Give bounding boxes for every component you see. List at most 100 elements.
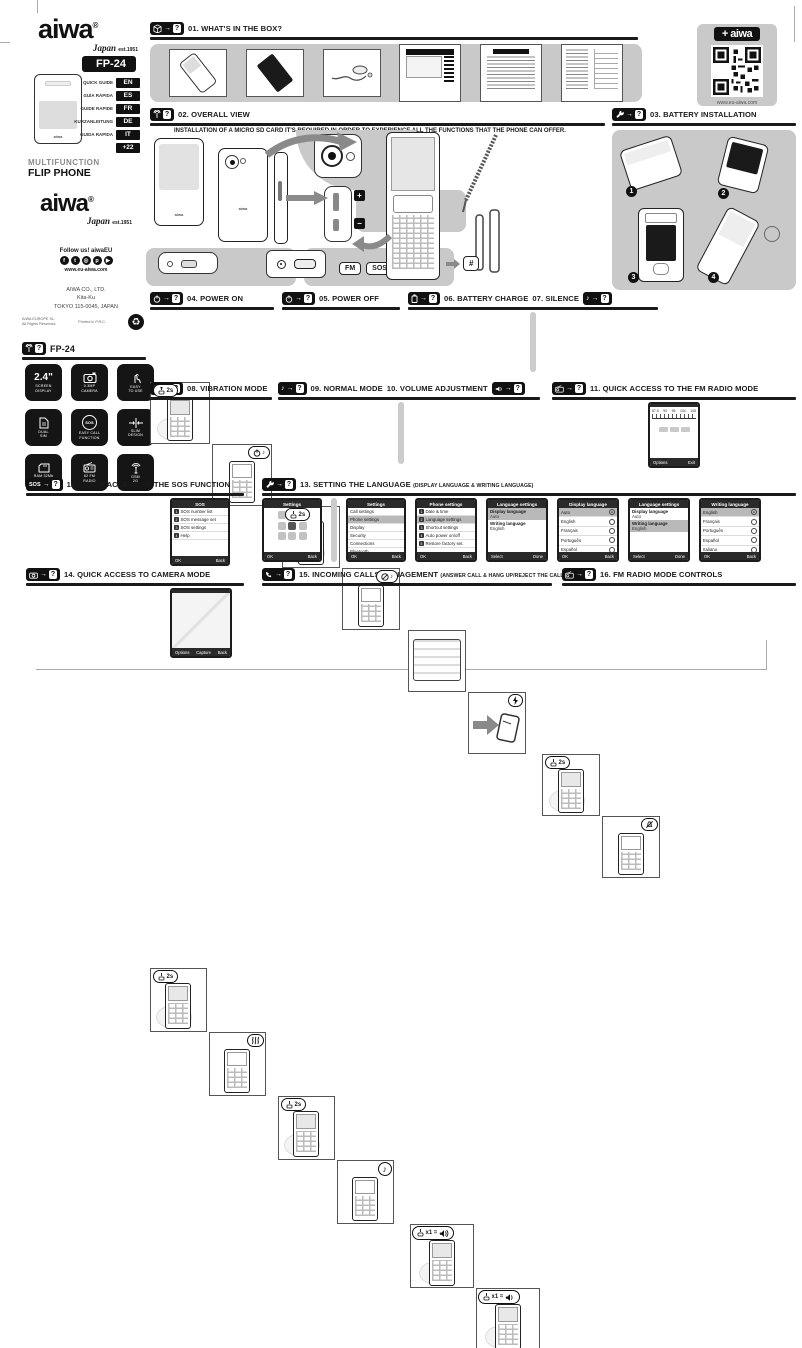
- phone-bottom-view: [158, 252, 218, 274]
- display-language-screen: Display language Auto● English Français …: [557, 498, 619, 562]
- volume-minus-label: −: [354, 218, 365, 229]
- battery-illustration: [256, 53, 294, 93]
- battery-step2-illustration: [716, 135, 770, 194]
- no-sound-icon: [380, 572, 389, 581]
- overall-view-illustration: aiwa aiwa + − FM SOS: [146, 130, 608, 288]
- battery-step4-illustration: [695, 205, 761, 286]
- press-key-icon: [550, 758, 557, 766]
- antenna-icon: [25, 344, 33, 352]
- check-circle: [764, 225, 780, 242]
- phone-open-view: [386, 132, 440, 280]
- radio-selected-icon: ●: [609, 509, 615, 516]
- hash-key-callout: #: [446, 256, 480, 271]
- radio-icon: [751, 546, 757, 552]
- step-number: 2: [718, 187, 729, 199]
- tool-arrow-help-badge: →?: [262, 478, 296, 491]
- charge-strip-panel: [408, 630, 466, 692]
- box-item-guide-1: [399, 43, 462, 102]
- power-strip-illustration: [413, 639, 461, 681]
- crop-mark: [37, 0, 38, 13]
- power-icon: [153, 294, 161, 303]
- qr-brand-label: + aiwa: [713, 27, 761, 41]
- phone-front-view: aiwa: [154, 138, 204, 226]
- hash-key: #: [463, 256, 480, 271]
- menu-app-icon: [277, 521, 286, 530]
- ports-closeup: [266, 250, 326, 278]
- phone-call-icon: [266, 571, 272, 577]
- phone-back-view: aiwa: [218, 148, 268, 242]
- radio-icon: [565, 570, 574, 578]
- memory-card-icon: [38, 463, 49, 473]
- silence-press-panel: 2s: [542, 754, 600, 816]
- note-icon: ♪: [586, 295, 590, 302]
- battery-arrow-help-badge: →?: [408, 292, 440, 305]
- qr-code: [711, 45, 763, 97]
- battery-step3-illustration: [638, 207, 684, 282]
- menu-app-icon: [298, 532, 307, 540]
- phone-help-badge: ?: [150, 108, 174, 121]
- silence-result-panel: [602, 816, 660, 878]
- flow-arrow: [264, 132, 357, 158]
- box-item-phone: [169, 48, 228, 97]
- vibration-press-panel: 2s: [150, 968, 207, 1032]
- model-badge: FP-24: [82, 56, 136, 72]
- lightning-icon: [513, 696, 518, 705]
- instagram-icon: ◎: [81, 256, 91, 265]
- radio-icon: [609, 546, 615, 552]
- section-power-off: →? 05. POWER OFF: [282, 292, 400, 310]
- radio-arrow-help-badge: →?: [562, 568, 596, 581]
- phone-help-badge: ?: [22, 342, 46, 355]
- crop-mark: [36, 669, 767, 670]
- legal-row: AIWA EUROPE SL.All Rights Reserved. Prin…: [22, 314, 144, 330]
- vibration-icon: [252, 1036, 259, 1045]
- box-item-handsfree: [322, 48, 381, 97]
- camera-icon: [82, 372, 97, 384]
- facebook-icon: f: [59, 256, 69, 265]
- power-on-result-panel: ♪: [212, 444, 272, 506]
- qr-block: + aiwa www.eu-aiwa.com: [697, 24, 777, 106]
- section-fm-controls: →? 16. FM RADIO MODE CONTROLS: [562, 568, 796, 586]
- brand-logo: aiwa® Japan est.1951: [38, 14, 138, 54]
- power-icon: [285, 294, 293, 303]
- box-item-guide-2: [479, 43, 542, 102]
- power-arrow-help-badge: →?: [150, 292, 183, 305]
- battery-step1-illustration: [618, 134, 684, 191]
- normal-mode-result-panel: ♪: [337, 1160, 394, 1224]
- box-item-guide-3: [560, 43, 623, 102]
- radio-icon: [83, 462, 96, 473]
- section-fm-quick-access: →? 11. QUICK ACCESS TO THE FM RADIO MODE: [552, 382, 796, 400]
- note-icon: ♪: [281, 385, 285, 392]
- box-contents: [150, 43, 642, 102]
- menu-app-icon: [298, 521, 307, 530]
- pinterest-icon: p: [92, 256, 102, 265]
- product-type: MULTIFUNCTION FLIP PHONE: [28, 158, 100, 179]
- crop-mark: [794, 6, 795, 42]
- wrench-icon: [266, 480, 274, 488]
- volume-plus-label: +: [354, 190, 365, 201]
- radio-icon: [751, 518, 757, 525]
- fm-preset-button: [669, 427, 679, 432]
- volume-up-icon: [439, 1229, 448, 1237]
- flow-arrow: [286, 191, 328, 205]
- brand-logo-2: aiwa® Japan est.1951: [40, 190, 132, 227]
- speaker-icon: [495, 386, 502, 391]
- volume-down-panel: x1=: [476, 1288, 540, 1348]
- company-address: AIWA CO., LTD. Kita-Ku TOKYO 115-0045, J…: [54, 287, 118, 310]
- website-url: www.eu-aiwa.com: [64, 267, 108, 273]
- usb-port: [293, 259, 316, 269]
- radio-icon: [751, 537, 757, 544]
